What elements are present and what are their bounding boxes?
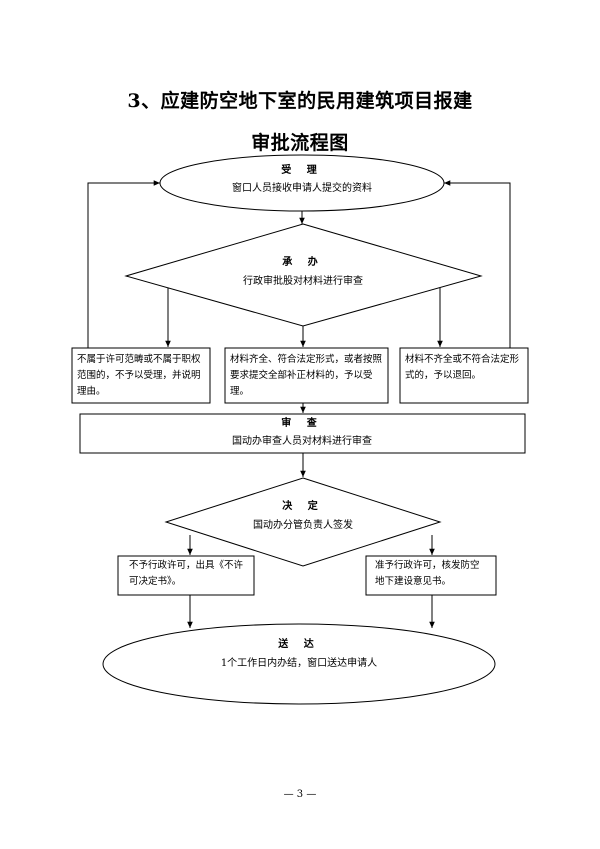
decide-desc: 国动办分管负责人签发 — [253, 520, 353, 531]
complete-box — [224, 347, 389, 404]
undertake-title: 承 办 — [282, 257, 324, 268]
approve-text: 准予行政许可，核发防空地下建设意见书。 — [375, 560, 480, 587]
review-title: 审 查 — [281, 418, 323, 429]
return-line-right — [444, 180, 511, 348]
approve-box — [365, 555, 497, 596]
deny-text: 不予行政许可，出具《不许可决定书》。 — [129, 560, 244, 587]
deliver-desc: 1个工作日内办结，窗口送达申请人 — [220, 658, 378, 669]
accept-title: 受 理 — [281, 165, 323, 176]
return-line-left — [87, 180, 160, 348]
incomplete-text: 材料不齐全或不符合法定形式的，予以退回。 — [405, 354, 520, 381]
page-title: 3、应建防空地下室的民用建筑项目报建 — [127, 90, 473, 112]
not-in-scope-box — [71, 347, 211, 404]
complete-text: 材料齐全、符合法定形式，或者按照要求提交全部补正材料的，予以受理。 — [230, 354, 383, 397]
page-number: — 3 — — [283, 789, 317, 800]
review-desc: 国动办审查人员对材料进行审查 — [232, 436, 372, 447]
deny-box — [117, 555, 255, 596]
accept-desc: 窗口人员接收申请人提交的资料 — [232, 183, 372, 194]
deliver-ellipse — [102, 623, 496, 705]
page-subtitle: 审批流程图 — [251, 132, 349, 154]
undertake-desc: 行政审批股对材料进行审查 — [243, 276, 363, 287]
not-in-scope-text: 不属于许可范畴或不属于职权范围的，不予以受理，并说明理由。 — [77, 354, 201, 397]
incomplete-box — [399, 347, 529, 404]
decide-title: 决 定 — [282, 501, 324, 512]
decide-diamond — [164, 477, 442, 567]
deliver-title: 送 达 — [278, 639, 320, 650]
